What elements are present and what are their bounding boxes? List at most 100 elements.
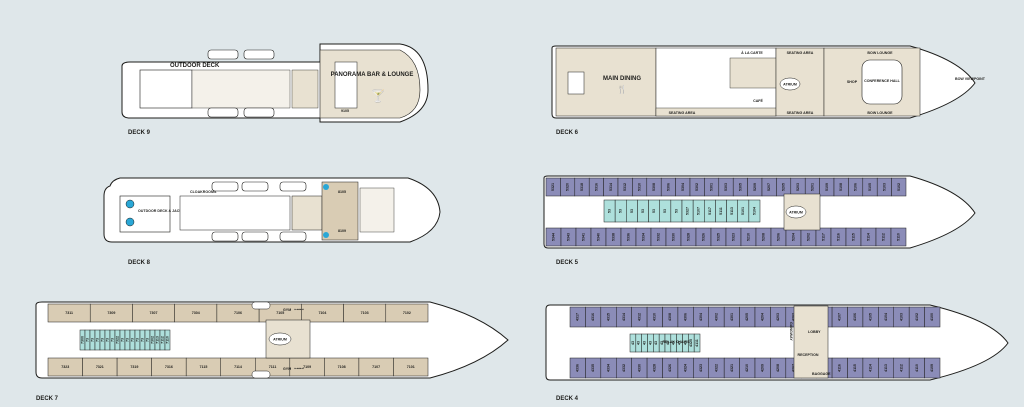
cabin-label: 5204 (791, 233, 795, 241)
atrium-label: ATRIUM (273, 338, 287, 342)
cabin-label: 5101 (741, 207, 745, 215)
cabin-label: 5304 (681, 183, 685, 191)
lifeboat-icon (211, 181, 239, 192)
cabin-label: 5102 (897, 183, 901, 191)
cabin-label: 73 (85, 338, 89, 342)
cabin-label: 4336 (576, 364, 580, 372)
deck-6-label: DECK 6 (556, 130, 579, 136)
cabin-label: 5318 (580, 183, 584, 191)
cabin-label: 7105 (276, 311, 284, 315)
cabin-label: 7321 (96, 365, 104, 369)
a-la-carte-label: À LA CARTE (741, 50, 763, 55)
cabin-label: 4107 (838, 313, 842, 321)
cabin-label: 53 (674, 209, 678, 213)
main-dining-label: MAIN DINING (603, 76, 641, 82)
cabin-label: 4207 (791, 364, 795, 372)
atrium-icon (779, 77, 801, 91)
cabin-label: 4104 (884, 313, 888, 321)
lifeboat-icon (207, 49, 239, 60)
cabin-label: 4111 (695, 339, 699, 347)
lifeboat-icon (279, 231, 307, 242)
cabin-label: 5116 (836, 233, 840, 241)
cabin-label: 43 (666, 341, 670, 345)
lobby-label: LOBBY (808, 330, 821, 334)
cutlery-icon: 🍴 (617, 84, 627, 94)
cabin-label: 5202 (806, 233, 810, 241)
cabin-label: 43 (660, 341, 664, 345)
cabin-label: 5103 (882, 183, 886, 191)
conference-hall (861, 59, 903, 105)
bow-viewpoint-label: BOW VIEWPOINT (955, 77, 986, 81)
cabin-label: 4209 (761, 364, 765, 372)
deck-8-label: DECK 8 (128, 260, 151, 266)
cabin-label: 4312 (637, 313, 641, 321)
cocktail-icon: 🍸 (371, 88, 386, 103)
lifeboat-icon (243, 49, 275, 60)
cabin-label: 4306 (684, 313, 688, 321)
gym-top-label: GYM (283, 308, 291, 312)
cabin-label: 5340 (596, 233, 600, 241)
cabin-label: 7102 (403, 311, 411, 315)
cabin-label: 7323 (61, 365, 69, 369)
cabin-label: 73 (100, 338, 104, 342)
jacuzzi-icon (125, 199, 135, 209)
cabin-label: 5115 (851, 233, 855, 241)
cabin-label: 73 (125, 338, 129, 342)
cabin-label: 7309 (107, 311, 115, 315)
cabin-label: 5330 (671, 233, 675, 241)
cabin-label: 5328 (686, 233, 690, 241)
cabin-7110 (164, 329, 171, 351)
deck-8-stair (291, 195, 323, 231)
cabin-label: 43 (648, 341, 652, 345)
cabin-label: 5320 (566, 183, 570, 191)
lounge-bar-counter (334, 61, 358, 109)
cabin-label: 5203 (796, 183, 800, 191)
cabin-4111 (693, 333, 701, 353)
cabin-label: 7307 (150, 311, 158, 315)
cabin-label: 4110 (915, 364, 919, 372)
cabin-5102 (891, 177, 907, 197)
a-la-carte-area (729, 57, 777, 89)
cabin-label: 5302 (695, 183, 699, 191)
cabin-label: 4114 (869, 364, 873, 372)
outdoor-deck-jacuzzi-label: OUTDOOR DECK & JACUZZI (138, 209, 187, 213)
cabin-label: 5301 (710, 183, 714, 191)
cabin-label: 4316 (591, 313, 595, 321)
dumbbell-icon: ⊶⊷ (294, 366, 304, 372)
cabin-label: 4315 (606, 313, 610, 321)
cabin-label: 43 (637, 341, 641, 345)
cabin-label: 4335 (591, 364, 595, 372)
cabin-label: 4301 (730, 313, 734, 321)
shop-label: SHOP (847, 80, 858, 84)
cabin-label: 7101 (407, 365, 415, 369)
cabin-label: 43 (683, 341, 687, 345)
cabin-label: 7322 (115, 336, 119, 344)
atrium-icon (268, 332, 292, 346)
cabin-label: 73 (110, 338, 114, 342)
cabin-label: 4324 (684, 364, 688, 372)
cabin-label: 7114 (234, 365, 242, 369)
cabin-label: 73 (135, 338, 139, 342)
lifeboat-icon (241, 231, 269, 242)
atrium-icon (785, 205, 807, 219)
cabin-label: 4103 (899, 313, 903, 321)
cabin-label: 7109 (303, 365, 311, 369)
dumbbell-icon: ⊶⊷ (294, 307, 304, 313)
panorama-lounge-label: PANORAMA BAR & LOUNGE (331, 72, 414, 78)
cabin-label: 4102 (915, 313, 919, 321)
cabin-label: 4203 (776, 313, 780, 321)
cabin-label: 4334 (606, 364, 610, 372)
cabin-label: 5306 (666, 183, 670, 191)
dining-stair (567, 71, 585, 95)
cabin-label: 5343 (566, 233, 570, 241)
cabin-label: 4326 (668, 364, 672, 372)
cabin-label: 5321 (551, 183, 555, 191)
cabin-label: 5326 (701, 233, 705, 241)
cabin-label: 73 (90, 338, 94, 342)
deck-4-label: DECK 4 (556, 396, 579, 402)
cabin-label: 73 (105, 338, 109, 342)
cabin-label: 4330 (637, 364, 641, 372)
